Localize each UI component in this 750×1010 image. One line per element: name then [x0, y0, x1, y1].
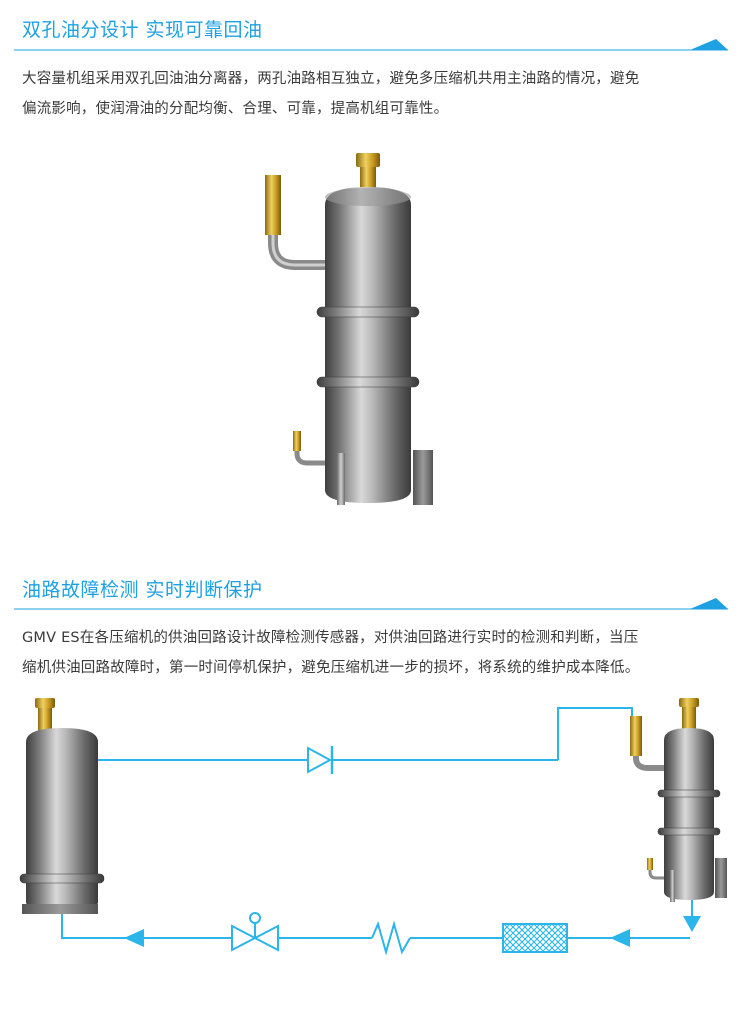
section2-line-2: 缩机供油回路故障时，第一时间停机保护，避免压缩机进一步的损坏，将系统的维护成本降… — [22, 660, 640, 676]
base-plate — [413, 450, 433, 505]
section2-line-1: GMV ES在各压缩机的供油回路设计故障检测传感器，对供油回路进行实时的检测和判… — [22, 630, 639, 646]
section2-divider — [14, 598, 728, 610]
filter-mesh — [502, 923, 568, 953]
section1-divider — [14, 39, 728, 51]
vessel-ring-1 — [316, 306, 420, 318]
inlet-brass-fitting — [265, 175, 281, 235]
solenoid-valve — [231, 912, 279, 952]
oil-circuit-diagram — [19, 698, 727, 956]
capillary-zigzag — [371, 920, 411, 956]
vessel-ring-2 — [316, 376, 420, 388]
flow-arrow-down — [683, 916, 701, 932]
circuit-piping — [61, 707, 693, 939]
left-compressor — [19, 698, 105, 914]
oil-separator-illustration — [265, 153, 433, 505]
flow-arrow-left-2 — [124, 929, 144, 947]
side-tube — [337, 453, 345, 505]
check-valve — [307, 746, 334, 774]
section2-body: GMV ES在各压缩机的供油回路设计故障检测传感器，对供油回路进行实时的检测和判… — [22, 623, 728, 683]
flow-arrow-left-1 — [610, 929, 630, 947]
separator-vessel — [325, 187, 411, 503]
section1-line-1: 大容量机组采用双孔回油油分离器，两孔油路相互独立，避免多压缩机共用主油路的情况，… — [22, 71, 640, 87]
right-compressor — [630, 698, 727, 902]
section1-body: 大容量机组采用双孔回油油分离器，两孔油路相互独立，避免多压缩机共用主油路的情况，… — [22, 64, 728, 124]
section2-title: 油路故障检测 实时判断保护 — [22, 579, 263, 601]
section1-line-2: 偏流影响，使润滑油的分配均衡、合理、可靠，提高机组可靠性。 — [22, 101, 449, 117]
section1-title: 双孔油分设计 实现可靠回油 — [22, 19, 263, 41]
inlet-pipe — [268, 179, 327, 270]
oil-return-pipe — [294, 435, 325, 466]
